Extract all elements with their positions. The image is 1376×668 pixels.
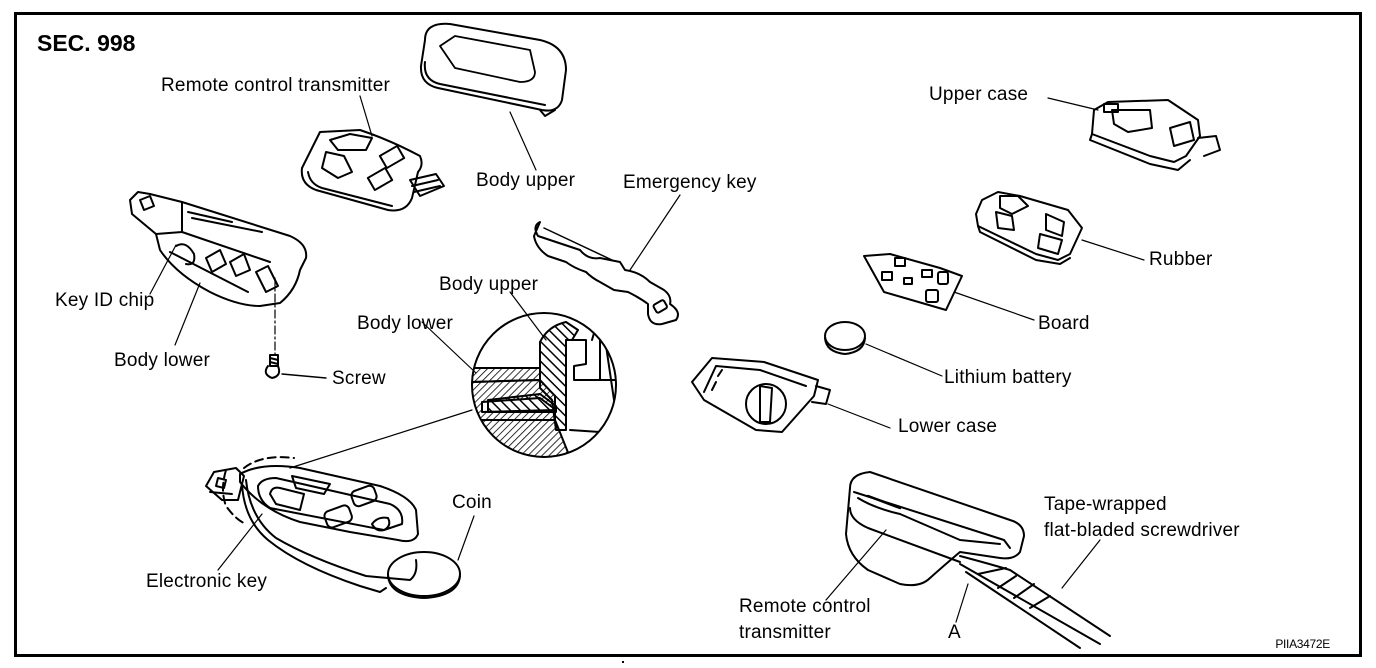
label-tape-wrapped-line2: flat-bladed screwdriver — [1044, 520, 1240, 541]
label-screw: Screw — [332, 368, 386, 389]
label-body-lower-left: Body lower — [114, 350, 210, 371]
section-number: SEC. 998 — [37, 30, 136, 56]
label-tape-wrapped-line1: Tape-wrapped — [1044, 494, 1167, 515]
label-remote-control-line1: Remote control — [739, 596, 871, 617]
screw-icon — [264, 354, 281, 379]
transmitter-board-icon — [300, 129, 445, 212]
label-lithium-battery: Lithium battery — [944, 367, 1072, 388]
label-board: Board — [1038, 313, 1090, 334]
screwdriver-pry-icon — [845, 471, 1111, 649]
circuit-board-icon — [863, 253, 963, 311]
figure-frame — [14, 12, 1362, 657]
key-blade-icon — [533, 221, 679, 326]
label-rubber: Rubber — [1149, 249, 1213, 270]
rubber-pad-icon — [975, 191, 1083, 265]
label-emergency-key: Emergency key — [623, 172, 757, 193]
label-key-id-chip: Key ID chip — [55, 290, 155, 311]
label-electronic-key: Electronic key — [146, 571, 268, 592]
lower-case-icon — [691, 357, 831, 433]
figure-code: PIIA3472E — [1275, 637, 1330, 651]
stray-mark — [622, 661, 624, 663]
label-body-upper-detail: Body upper — [439, 274, 539, 295]
label-point-a: A — [948, 622, 961, 643]
coin-icon — [387, 551, 461, 599]
label-remote-control-line2: transmitter — [739, 622, 831, 643]
label-body-upper-top: Body upper — [476, 170, 576, 191]
label-lower-case: Lower case — [898, 416, 998, 437]
smart-key-fob-icon — [205, 456, 419, 593]
label-remote-control-transmitter-top: Remote control transmitter — [161, 75, 391, 96]
key-shell-bottom-icon — [129, 191, 308, 307]
label-coin: Coin — [452, 492, 492, 513]
battery-cell-icon — [824, 321, 866, 355]
key-shell-top-icon — [419, 22, 567, 117]
label-body-lower-detail: Body lower — [357, 313, 453, 334]
section-detail-icon — [471, 312, 617, 458]
upper-case-icon — [1089, 99, 1221, 171]
label-upper-case: Upper case — [929, 84, 1029, 105]
